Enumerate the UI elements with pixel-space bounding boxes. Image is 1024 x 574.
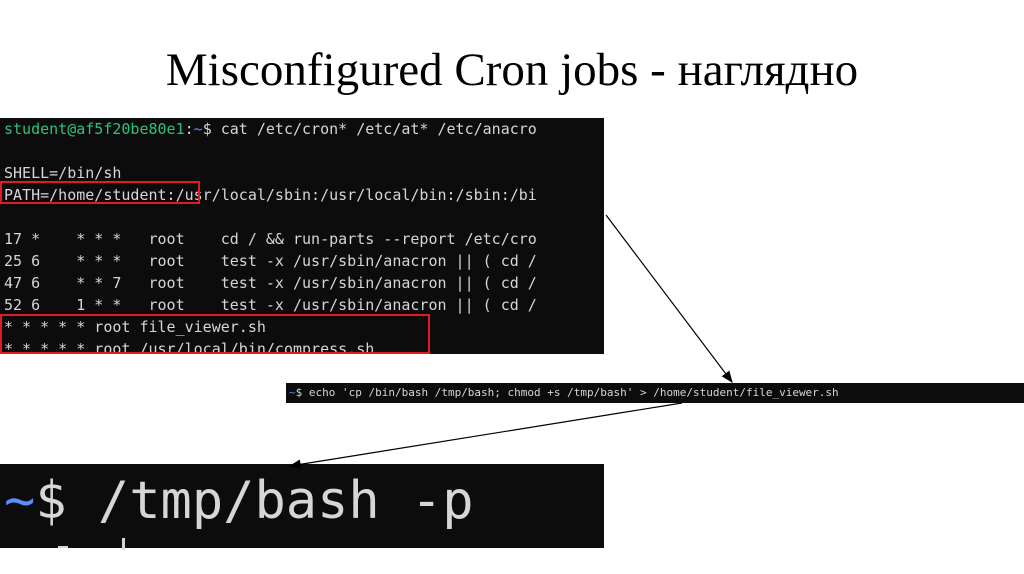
- next-prompt-dash: [58, 546, 68, 548]
- cron-line: 25 6 * * * root test -x /usr/sbin/anacro…: [4, 252, 537, 270]
- terminal-cursor: [122, 538, 125, 550]
- arrow-to-echo: [605, 214, 733, 383]
- bash-terminal-screenshot: ~$ /tmp/bash -p: [0, 464, 604, 548]
- cron-line: 52 6 1 * * root test -x /usr/sbin/anacro…: [4, 296, 537, 314]
- arrow-to-bash: [288, 402, 683, 470]
- echo-terminal-screenshot: ~$ echo 'cp /bin/bash /tmp/bash; chmod +…: [286, 383, 1024, 403]
- user-jobs-highlight-box: [0, 314, 430, 354]
- shell-line: SHELL=/bin/sh: [4, 164, 122, 182]
- echo-command: $ echo 'cp /bin/bash /tmp/bash; chmod +s…: [295, 386, 839, 399]
- path-highlight: PATH=/home/student:: [4, 186, 176, 204]
- prompt-path: ~: [193, 120, 203, 138]
- cron-terminal-screenshot: student@af5f20be80e1:~$ cat /etc/cron* /…: [0, 118, 604, 354]
- path-highlight-box: [0, 181, 200, 204]
- user-job-line: * * * * * root /usr/local/bin/compress.s…: [4, 340, 375, 354]
- prompt-command: $ cat /etc/cron* /etc/at* /etc/anacro: [202, 120, 537, 138]
- slide-title: Misconfigured Cron jobs - наглядно: [165, 44, 859, 96]
- path-line: PATH=/home/student:/usr/local/sbin:/usr/…: [4, 184, 537, 206]
- prompt-line: student@af5f20be80e1:~$ cat /etc/cron* /…: [4, 118, 537, 140]
- bash-command-line: ~$ /tmp/bash -p: [4, 468, 474, 534]
- prompt-separator: :: [184, 120, 194, 138]
- cron-line: 17 * * * * root cd / && run-parts --repo…: [4, 230, 537, 248]
- bash-command: $ /tmp/bash -p: [35, 471, 474, 531]
- path-rest: /usr/local/sbin:/usr/local/bin:/sbin:/bi: [175, 186, 537, 204]
- prompt-path: ~: [4, 471, 36, 531]
- cron-line: 47 6 * * 7 root test -x /usr/sbin/anacro…: [4, 274, 537, 292]
- user-job-line: * * * * * root file_viewer.sh: [4, 318, 266, 336]
- prompt-user: student@af5f20be80e1: [4, 120, 185, 138]
- prompt-path: ~: [289, 386, 296, 399]
